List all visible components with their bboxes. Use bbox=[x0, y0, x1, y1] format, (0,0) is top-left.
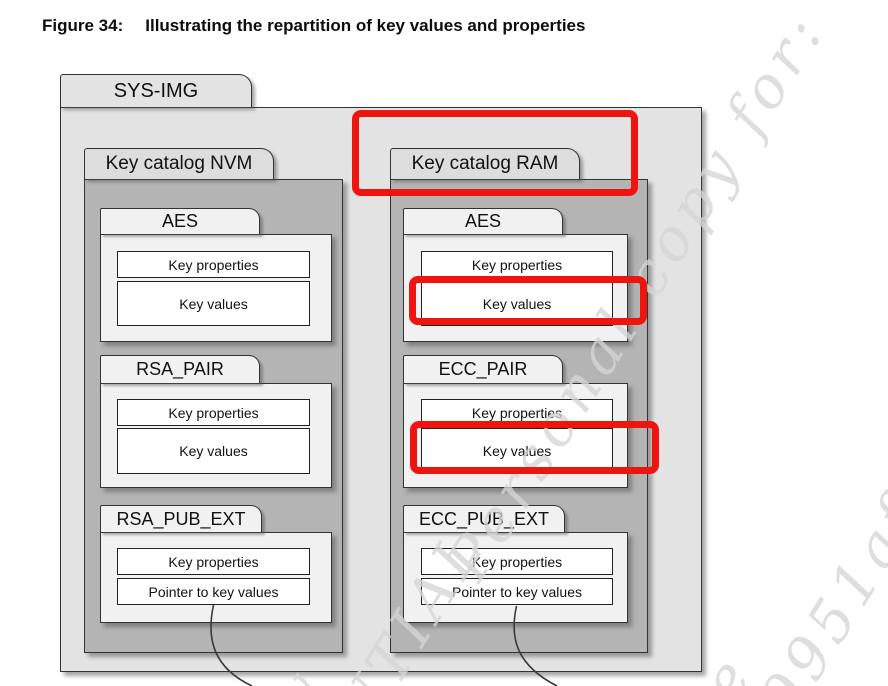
key-properties-box: Key properties bbox=[421, 251, 613, 278]
section-tab-aes-nvm: AES bbox=[100, 208, 260, 234]
key-properties-label: Key properties bbox=[168, 404, 259, 421]
catalog-ram-title: Key catalog RAM bbox=[411, 153, 559, 174]
key-values-label: Key values bbox=[482, 443, 552, 459]
catalog-nvm-tab: Key catalog NVM bbox=[84, 148, 274, 179]
section-title: AES bbox=[161, 211, 199, 231]
section-title: AES bbox=[464, 211, 502, 231]
key-properties-box: Key properties bbox=[117, 399, 310, 426]
catalog-ram-tab: Key catalog RAM bbox=[390, 148, 580, 179]
package-title: SYS-IMG bbox=[113, 79, 199, 102]
figure-label: Figure 34: bbox=[42, 16, 124, 35]
key-properties-box: Key properties bbox=[117, 548, 310, 575]
key-properties-label: Key properties bbox=[471, 553, 563, 570]
figure-caption: Figure 34: Illustrating the repartition o… bbox=[42, 16, 585, 36]
key-values-box: Key values bbox=[117, 281, 310, 326]
key-values-label: Key values bbox=[482, 295, 552, 312]
section-tab-aes-ram: AES bbox=[403, 208, 563, 234]
key-values-box: Key values bbox=[117, 428, 310, 474]
section-title: RSA_PUB_EXT bbox=[116, 508, 246, 529]
figure-text: Illustrating the repartition of key valu… bbox=[145, 16, 586, 35]
section-title: ECC_PUB_EXT bbox=[418, 508, 550, 529]
pointer-to-key-values-box: Pointer to key values bbox=[421, 578, 613, 605]
highlight-rect-ram-tab bbox=[352, 110, 638, 196]
section-tab-ecc-pair: ECC_PAIR bbox=[403, 355, 563, 383]
key-properties-label: Key properties bbox=[471, 256, 563, 273]
key-properties-label: Key properties bbox=[471, 404, 563, 421]
key-properties-box: Key properties bbox=[117, 251, 310, 278]
catalog-nvm-title: Key catalog NVM bbox=[105, 153, 253, 174]
watermark-fragment: 39951afo bbox=[723, 448, 888, 686]
pointer-to-key-values-label: Pointer to key values bbox=[452, 583, 582, 600]
highlight-rect-ecc-pair-key-values bbox=[410, 421, 659, 474]
pointer-to-key-values-box: Pointer to key values bbox=[117, 578, 310, 605]
key-values-label: Key values bbox=[179, 295, 248, 312]
key-properties-label: Key properties bbox=[168, 256, 259, 273]
section-title: RSA_PAIR bbox=[136, 359, 224, 379]
package-tab-sys-img: SYS-IMG bbox=[60, 74, 252, 107]
section-tab-ecc-pub-ext: ECC_PUB_EXT bbox=[403, 505, 565, 532]
section-title: ECC_PAIR bbox=[438, 359, 528, 379]
section-tab-rsa-pair: RSA_PAIR bbox=[100, 355, 260, 383]
key-properties-box: Key properties bbox=[421, 548, 613, 575]
pointer-to-key-values-label: Pointer to key values bbox=[148, 583, 279, 600]
section-tab-rsa-pub-ext: RSA_PUB_EXT bbox=[100, 505, 262, 532]
key-properties-label: Key properties bbox=[168, 553, 259, 570]
key-values-label: Key values bbox=[179, 443, 248, 459]
highlight-rect-aes-ram-key-values bbox=[409, 276, 647, 325]
